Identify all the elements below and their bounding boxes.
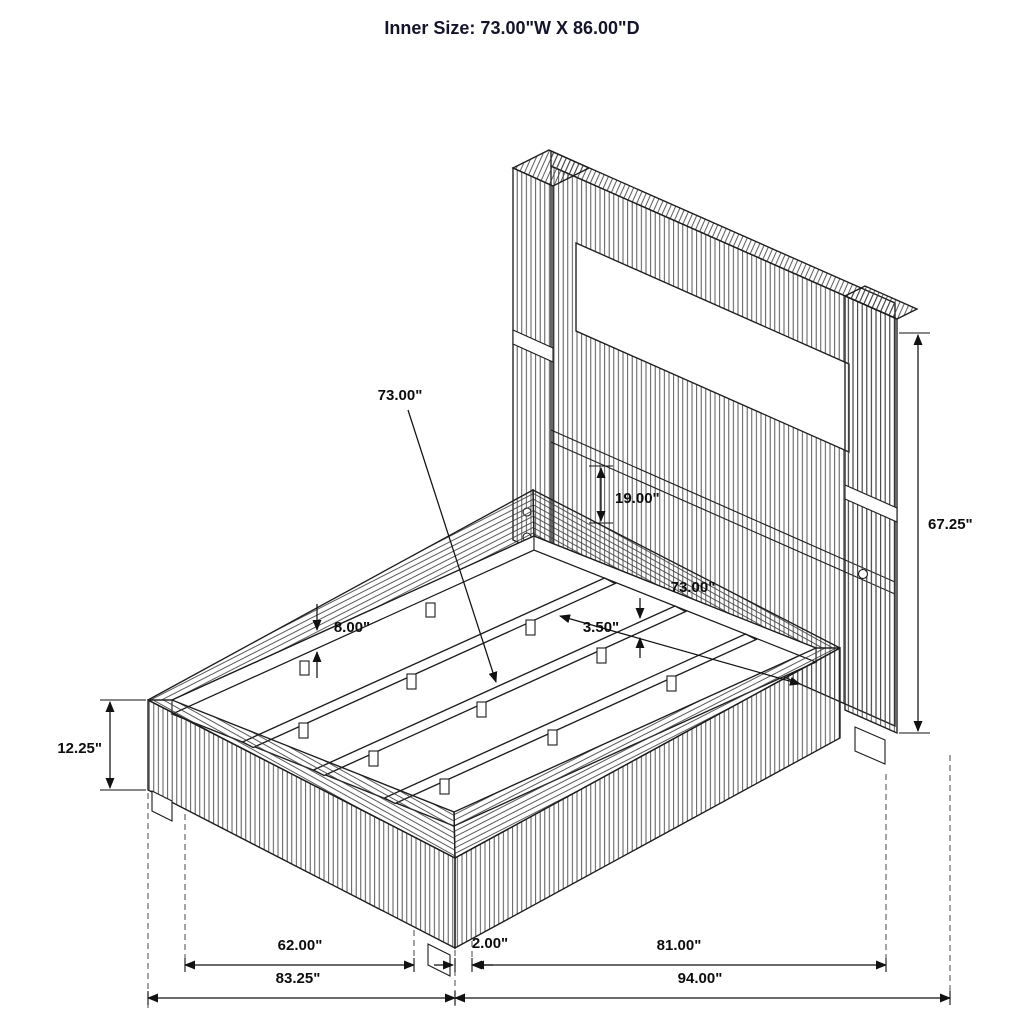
left-post-band: [512, 329, 554, 363]
dim-label-side-offset: 2.00": [472, 935, 508, 952]
support-foot: [425, 602, 436, 618]
right-post-foot: [854, 726, 886, 765]
dimension-slat-thickness: 3.50": [583, 598, 645, 658]
right-post-band: [844, 484, 898, 523]
dimension-bottom-row-2: 83.25" 94.00": [147, 970, 951, 1005]
headboard-trim-line: [550, 429, 896, 583]
dimension-inner-width: 73.00": [559, 579, 801, 686]
support-foot: [299, 660, 310, 676]
support-foot: [298, 722, 309, 739]
support-foot: [666, 675, 677, 692]
support-foot: [547, 729, 558, 746]
support-foot: [525, 619, 536, 636]
dimension-bottom-row-1: 62.00" 2.00" 81.00": [184, 935, 887, 972]
dimension-headboard-height: 67.25": [899, 332, 973, 734]
support-foot: [476, 701, 487, 718]
dim-line: [559, 614, 801, 686]
dim-label-slat-thickness: 3.50": [583, 619, 619, 636]
front-right-outer-face: [454, 646, 841, 950]
dim-label-base-height: 12.25": [57, 740, 102, 757]
headboard-right-post: [843, 285, 919, 765]
dimension-base-height: 12.25": [57, 699, 146, 791]
bolt-hole: [857, 568, 869, 580]
dim-label-foot-width-inner: 62.00": [278, 937, 323, 954]
leader-arrow: [407, 409, 498, 683]
support-foot: [596, 647, 607, 664]
support-foot: [406, 673, 417, 690]
dim-label-base-width: 83.25": [276, 970, 321, 987]
dim-label-inner-width: 73.00": [671, 579, 716, 596]
bed-base: [147, 488, 841, 977]
base-foot: [427, 943, 451, 977]
base-foot: [151, 790, 173, 822]
support-foot: [368, 750, 379, 767]
dim-label-support-height: 8.00": [334, 619, 370, 636]
dim-label-headboard-gap: 19.00": [615, 490, 660, 507]
right-post-face: [844, 294, 898, 735]
dim-label-headboard-height: 67.25": [928, 516, 973, 533]
dimension-support-height: 8.00": [312, 604, 370, 678]
support-foot: [439, 778, 450, 795]
diagram-title: Inner Size: 73.00"W X 86.00"D: [384, 18, 639, 38]
dim-label-slat-length: 73.00": [378, 387, 423, 404]
headboard-trim-line: [550, 441, 896, 595]
dimension-headboard-gap: 19.00": [589, 465, 660, 524]
extension-lines: [147, 755, 951, 1008]
dim-label-overall-length: 94.00": [678, 970, 723, 987]
dim-label-inner-length: 81.00": [657, 937, 702, 954]
dimension-slat-length: 73.00": [378, 387, 498, 683]
